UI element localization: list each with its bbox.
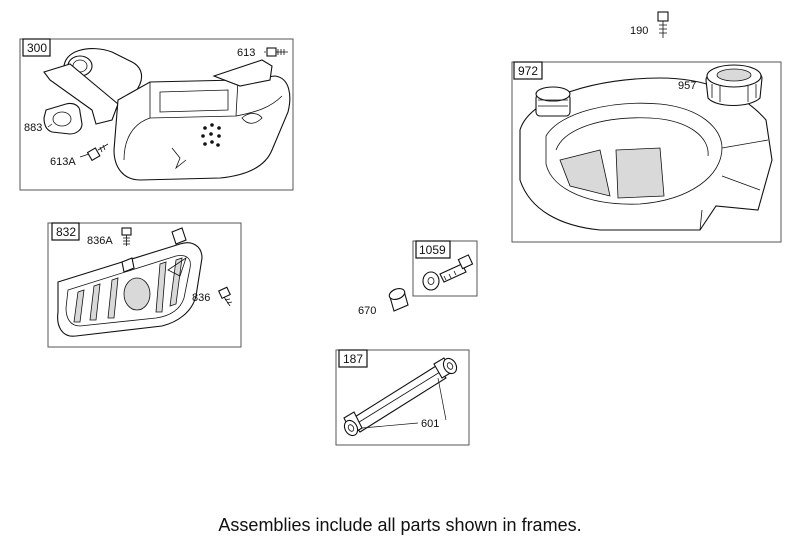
- tag-box-1059: [415, 240, 451, 259]
- assembly-187: 187 601: [335, 349, 470, 446]
- washer-drawing: [422, 271, 440, 291]
- bolt-836a: [121, 227, 132, 246]
- muffler-drawing: [43, 48, 291, 181]
- tag-box-300: [22, 38, 51, 57]
- tag-832: 832: [56, 225, 76, 239]
- tag-187: 187: [343, 352, 363, 366]
- label-601: 601: [421, 418, 439, 430]
- clamp-601-top: [433, 357, 458, 379]
- bolt-613: [266, 47, 288, 57]
- frame-300: [19, 38, 294, 191]
- tag-972: 972: [518, 64, 538, 78]
- bolt-836: [217, 286, 233, 307]
- tag-box-832: [51, 222, 80, 241]
- fuel-cap-957: [705, 64, 763, 107]
- label-613a: 613A: [50, 156, 76, 168]
- heat-shield-drawing: [57, 227, 203, 337]
- frame-972: [511, 61, 782, 243]
- shoulder-bolt-drawing: [439, 254, 474, 283]
- label-613: 613: [237, 47, 255, 59]
- tag-box-972: [513, 61, 543, 80]
- tag-box-187: [338, 349, 368, 368]
- label-883: 883: [24, 122, 42, 134]
- fuel-tank-drawing: [519, 77, 773, 231]
- bolt-613a: [86, 143, 109, 162]
- tag-1059: 1059: [419, 243, 446, 257]
- assembly-972: 972 957: [511, 61, 782, 243]
- assembly-1059: 1059: [412, 240, 478, 297]
- fuel-line-drawing: [343, 357, 458, 437]
- tag-300: 300: [27, 41, 47, 55]
- assembly-832: 832 836A 836: [47, 222, 242, 348]
- frame-832: [47, 222, 242, 348]
- gasket-883: [43, 102, 83, 135]
- label-190: 190: [630, 25, 648, 37]
- assembly-300: 300: [19, 38, 294, 191]
- footer-note: Assemblies include all parts shown in fr…: [218, 515, 582, 535]
- frame-187: [335, 349, 470, 446]
- bolt-190: 190: [630, 11, 669, 38]
- label-670: 670: [358, 305, 376, 317]
- spacer-670: 670: [358, 288, 409, 317]
- label-957: 957: [678, 80, 696, 92]
- label-836: 836: [192, 292, 210, 304]
- label-836a: 836A: [87, 235, 113, 247]
- clamp-601-bottom: [343, 411, 363, 437]
